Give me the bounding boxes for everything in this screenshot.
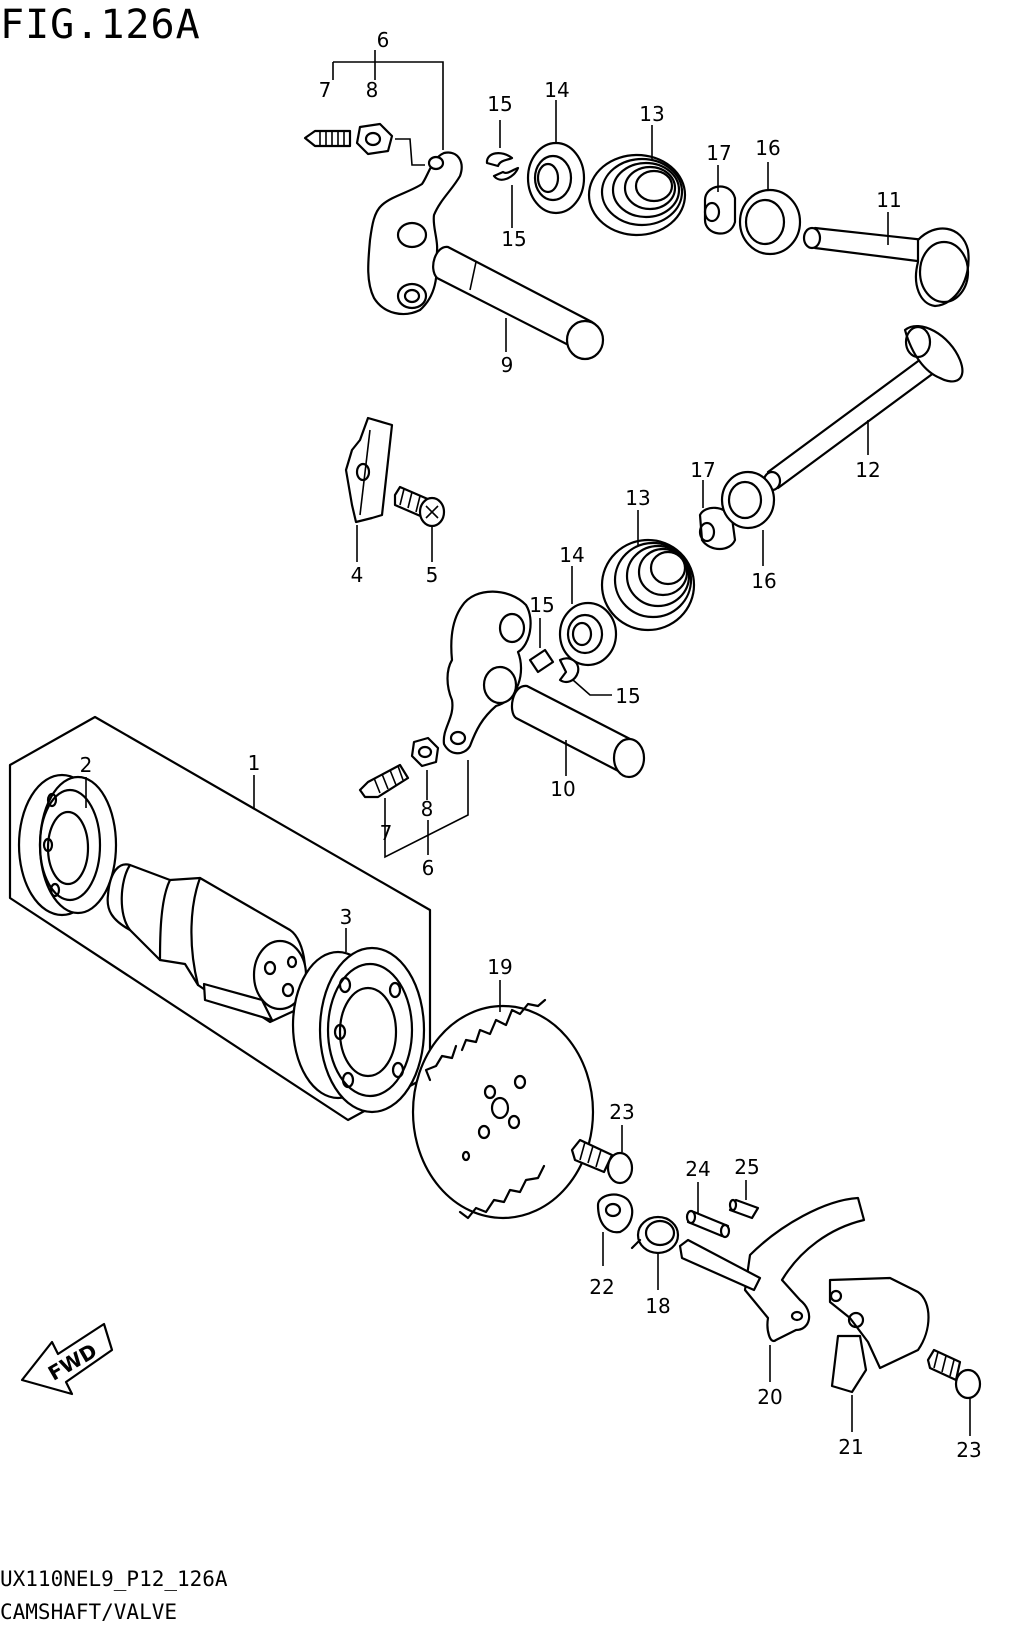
callout-8-top: 8 xyxy=(366,78,379,102)
callout-10: 10 xyxy=(550,777,575,801)
callout-15-mid-a: 15 xyxy=(529,593,554,617)
seat-16-mid xyxy=(720,470,776,530)
spring-13-mid xyxy=(600,538,696,632)
intake-valve-11 xyxy=(802,226,970,308)
cam-sprocket-19 xyxy=(411,998,595,1220)
exhaust-valve-12 xyxy=(762,324,964,492)
callout-4: 4 xyxy=(351,563,364,587)
callout-20: 20 xyxy=(757,1385,782,1409)
callout-23-mid: 23 xyxy=(609,1100,634,1124)
seal-17-mid xyxy=(698,506,737,551)
callout-1: 1 xyxy=(248,751,261,775)
callout-16-mid: 16 xyxy=(751,569,776,593)
pin-25 xyxy=(728,1198,760,1220)
callout-15-top-a: 15 xyxy=(487,92,512,116)
callout-24: 24 xyxy=(685,1157,710,1181)
adjust-screw-7-top xyxy=(303,129,352,148)
rocker-shaft-9 xyxy=(432,245,605,361)
bolt-23-mid xyxy=(570,1138,634,1185)
bolt-23-low xyxy=(926,1348,982,1400)
leader-8-top xyxy=(395,138,425,166)
figure-title: FIG.126A xyxy=(0,2,201,48)
weight-20 xyxy=(678,1196,866,1343)
callout-18: 18 xyxy=(645,1294,670,1318)
screw-5 xyxy=(393,485,446,528)
seat-16-top xyxy=(738,188,802,256)
callout-15-top-b: 15 xyxy=(501,227,526,251)
callout-14-top: 14 xyxy=(544,78,569,102)
rocker-arm-mid xyxy=(442,590,532,755)
callout-22: 22 xyxy=(589,1275,614,1299)
callout-25: 25 xyxy=(734,1155,759,1179)
bracket-6-mid xyxy=(384,760,469,859)
callout-23-low: 23 xyxy=(956,1438,981,1462)
pin-24 xyxy=(685,1209,731,1239)
retainer-14-top xyxy=(526,141,586,215)
retainer-14-mid xyxy=(558,601,618,667)
lock-nut-8-top xyxy=(355,122,394,156)
cotter-15-top xyxy=(485,152,520,181)
spring-13-top xyxy=(587,153,687,237)
callout-3: 3 xyxy=(340,905,353,929)
figure-code: UX110NEL9_P12_126A xyxy=(0,1567,228,1591)
callout-8-mid: 8 xyxy=(421,797,434,821)
plate-21 xyxy=(828,1276,930,1394)
callout-5: 5 xyxy=(426,563,439,587)
callout-14-mid: 14 xyxy=(559,543,584,567)
spring-18 xyxy=(630,1215,680,1255)
callout-9: 9 xyxy=(501,353,514,377)
camshaft-group-box xyxy=(8,715,432,1122)
callout-7-top: 7 xyxy=(319,78,332,102)
leader-15-mid xyxy=(539,618,612,696)
bearing-3 xyxy=(291,946,426,1114)
camshaft xyxy=(106,863,308,1024)
callout-16-top: 16 xyxy=(755,136,780,160)
bearing-2 xyxy=(17,773,118,917)
callout-13-top: 13 xyxy=(639,102,664,126)
callout-13-mid: 13 xyxy=(625,486,650,510)
lock-nut-8-mid xyxy=(410,736,440,768)
callout-labels: 6 7 8 15 15 14 13 17 16 11 9 12 4 5 17 1… xyxy=(80,28,982,1462)
callout-6-top: 6 xyxy=(377,28,390,52)
plate-4 xyxy=(344,416,394,524)
cam-22 xyxy=(596,1193,634,1234)
callout-12: 12 xyxy=(855,458,880,482)
leader-15-top xyxy=(499,120,513,228)
seal-17-top xyxy=(703,185,737,235)
callout-7-mid: 7 xyxy=(380,821,393,845)
callout-17-mid: 17 xyxy=(690,458,715,482)
callout-2: 2 xyxy=(80,753,93,777)
adjust-screw-7-mid xyxy=(358,763,410,799)
callout-11: 11 xyxy=(876,188,901,212)
rocker-arm-top xyxy=(367,151,463,316)
figure-name: CAMSHAFT/VALVE xyxy=(0,1600,178,1624)
bracket-6-top xyxy=(332,50,444,150)
callout-6-mid: 6 xyxy=(422,856,435,880)
fwd-arrow-icon: FWD xyxy=(20,1322,114,1396)
callout-19: 19 xyxy=(487,955,512,979)
cotter-15-mid xyxy=(528,648,580,683)
rocker-shaft-10 xyxy=(510,684,646,779)
callout-21: 21 xyxy=(838,1435,863,1459)
callout-15-mid-b: 15 xyxy=(615,684,640,708)
callout-17-top: 17 xyxy=(706,141,731,165)
